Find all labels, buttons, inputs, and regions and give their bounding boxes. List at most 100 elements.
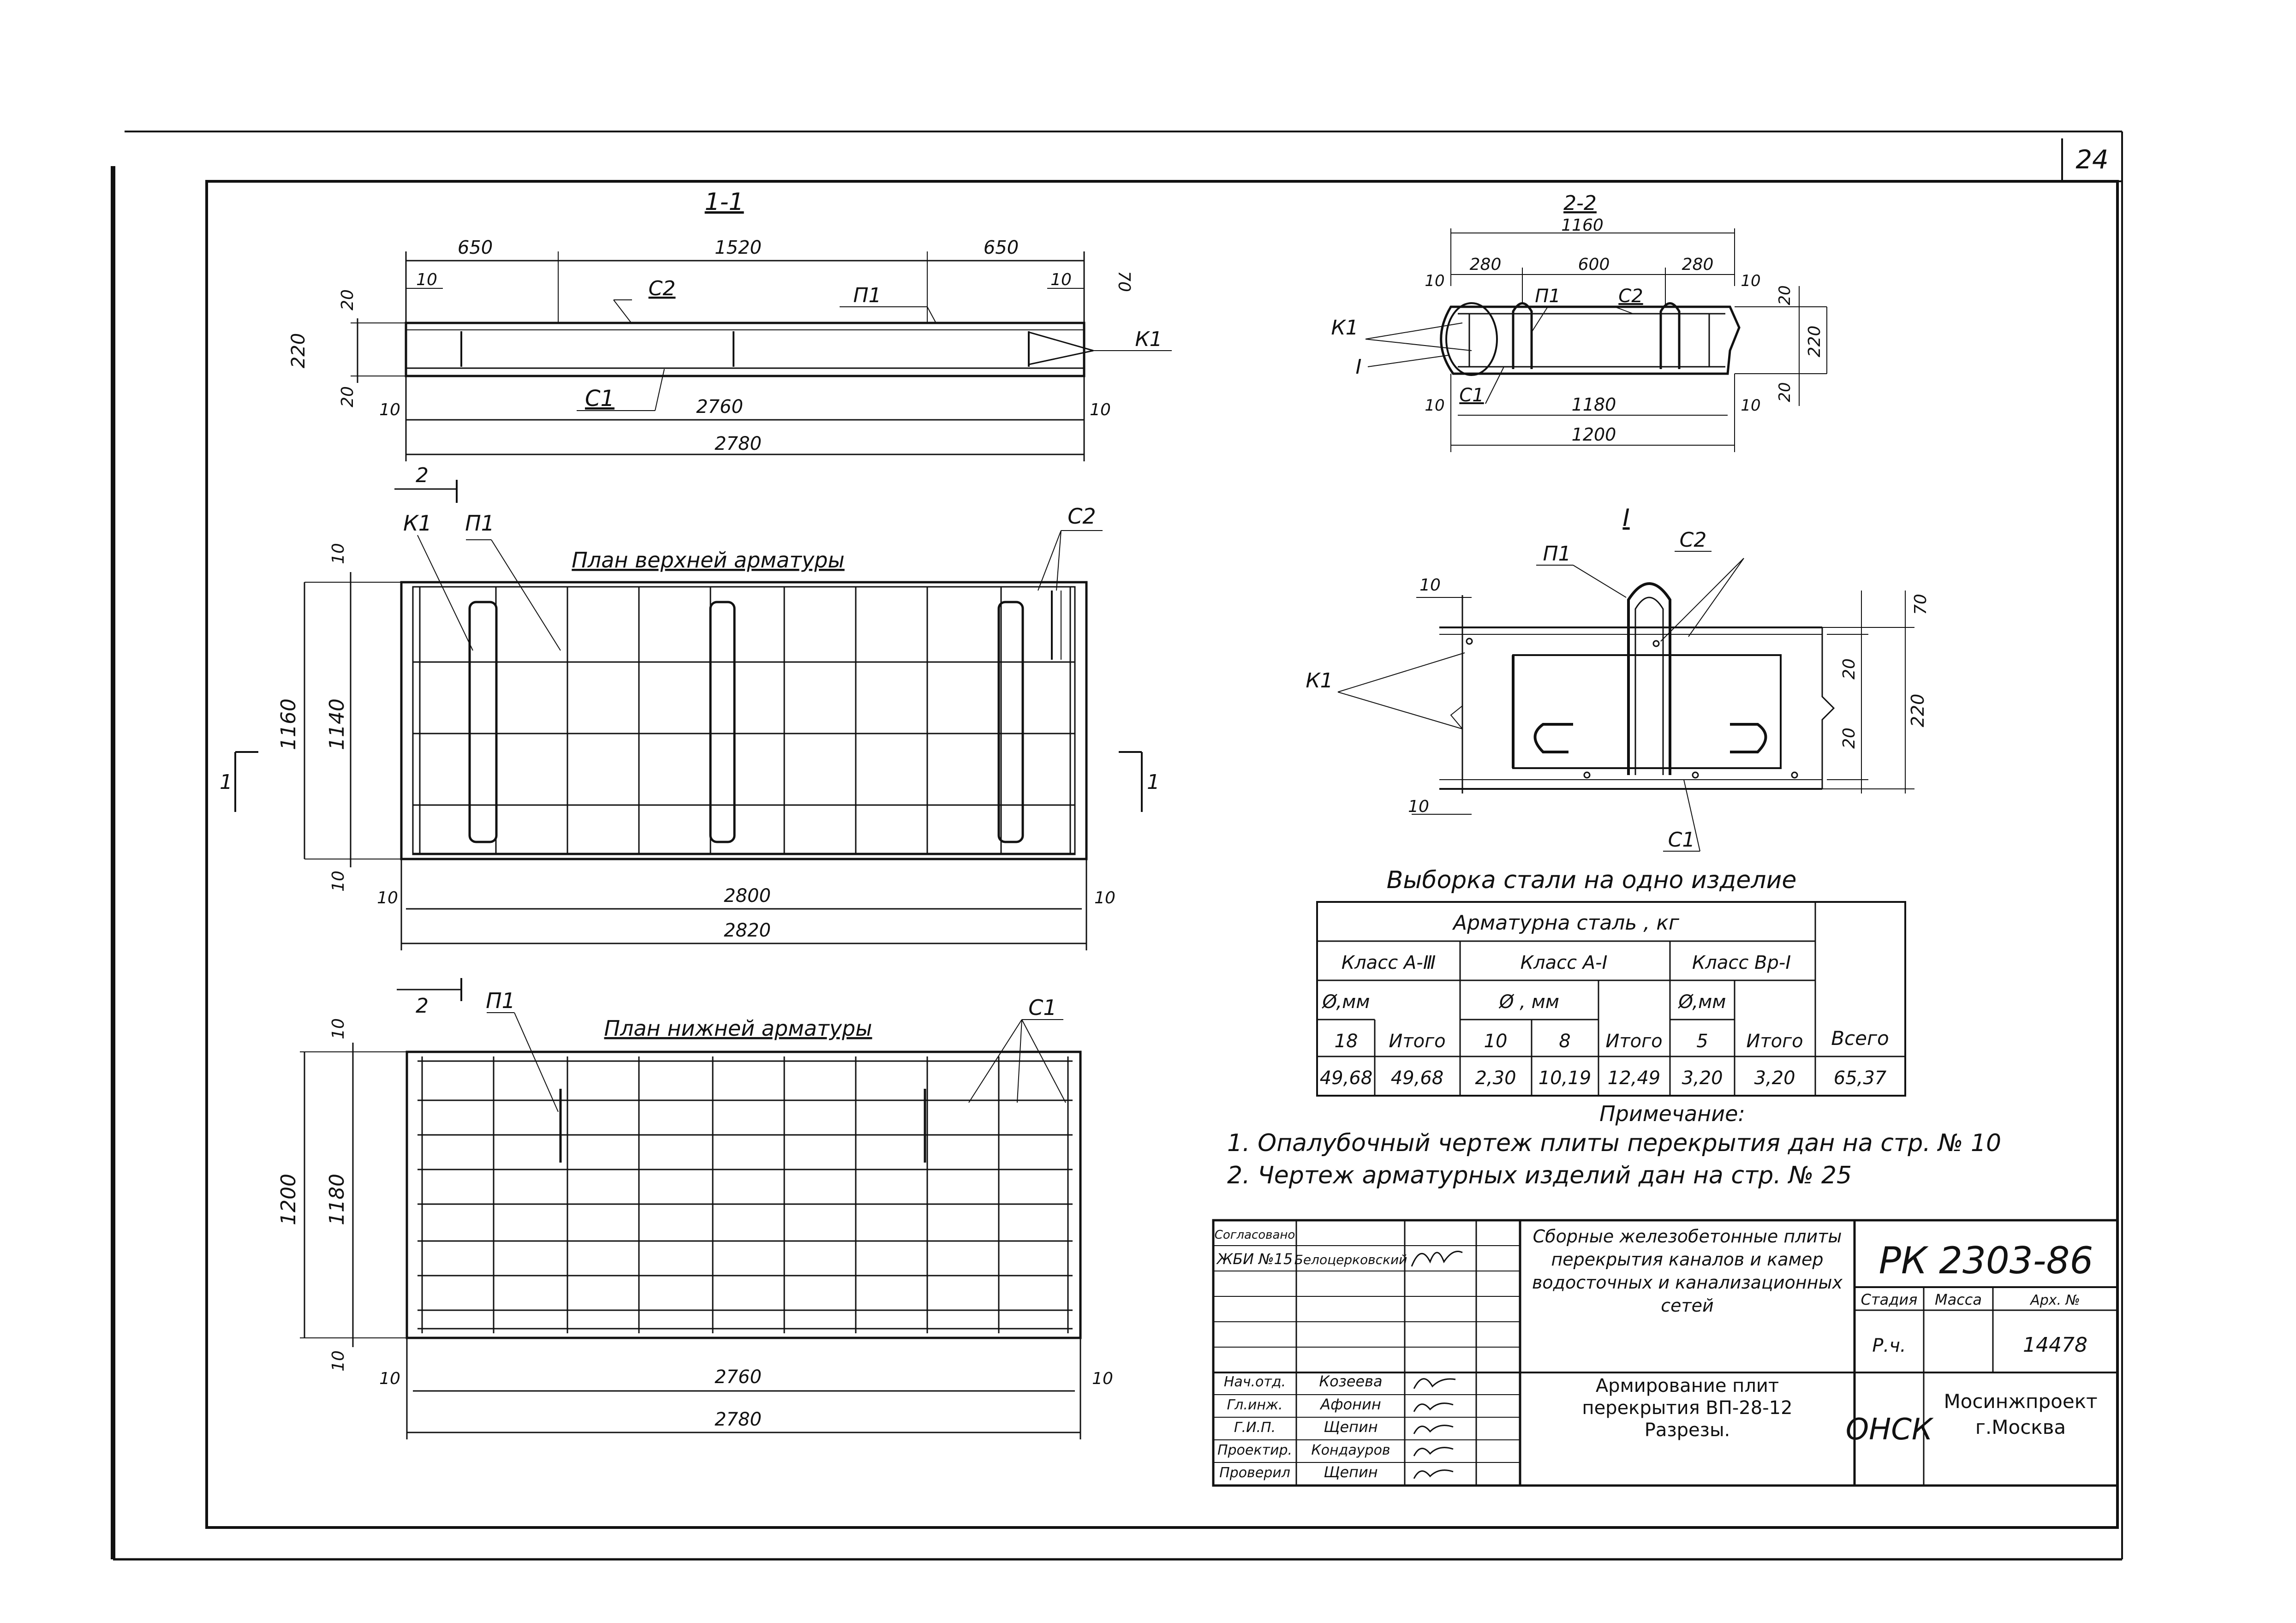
section-2-2-dim-10-bl: 10 [1425, 396, 1444, 415]
steel-table-diam-cell: 18 [1335, 1031, 1358, 1052]
plan-top-dim-10-left: 10 [377, 889, 398, 907]
section-1-1: 1-1 650 1520 650 10 10 70 220 20 20 [288, 188, 1172, 461]
tb-stage: Р.ч. [1872, 1335, 1906, 1356]
section-2-2-dim-20-r1: 20 [1776, 285, 1794, 305]
steel-table-grand-total-label: Всего [1831, 1027, 1889, 1050]
label-c2: С2 [649, 277, 676, 300]
tb-agreed-label: Согласовано [1215, 1228, 1295, 1242]
section-2-2-dim-20-r2: 20 [1776, 382, 1794, 402]
cut-1-right: 1 [1147, 770, 1160, 794]
steel-table-value-cell: 3,20 [1682, 1068, 1723, 1089]
detail-i-label-k1: К1 [1306, 669, 1333, 692]
plan-bottom-dim-10-right: 10 [1092, 1369, 1113, 1388]
detail-i-dim-220: 220 [1908, 694, 1928, 728]
section-2-2-dim-220: 220 [1805, 326, 1824, 358]
steel-table-class-a1: Класс А-Ⅰ [1521, 952, 1608, 973]
detail-i: I П1 С2 К1 С1 10 10 [1306, 504, 1930, 852]
tb-name: Афонин [1319, 1396, 1381, 1413]
tb-col-arch: Арх. № [2029, 1292, 2080, 1308]
cut-1-left: 1 [220, 770, 233, 794]
dim-70: 70 [1115, 271, 1133, 292]
section-2-2-dim-280-right: 280 [1682, 255, 1714, 274]
steel-table-value-cell: 10,19 [1539, 1068, 1592, 1089]
tb-project-title: Сборные железобетонные плиты перекрытия … [1532, 1226, 1843, 1316]
sheet-number: 24 [2075, 145, 2108, 175]
label-p1: П1 [853, 284, 881, 307]
steel-table-value-cell: 3,20 [1754, 1068, 1795, 1089]
steel-table-diam-a3: Ø,мм [1322, 991, 1370, 1013]
tb-arch-no: 14478 [2023, 1333, 2087, 1357]
plan-bottom-dim-10-left: 10 [379, 1369, 400, 1388]
dim-650-left: 650 [458, 237, 493, 258]
tb-col-stage: Стадия [1861, 1291, 1918, 1308]
dim-2760: 2760 [696, 396, 743, 418]
tb-name: Щепин [1324, 1463, 1378, 1481]
section-2-2-label-c1: С1 [1459, 385, 1484, 406]
cut-2-top: 2 [416, 464, 429, 487]
tb-role: Г.И.П. [1234, 1420, 1276, 1436]
dim-10-left: 10 [416, 270, 437, 289]
plan-top-label-k1: К1 [403, 511, 432, 536]
section-2-2-dim-1180: 1180 [1572, 394, 1616, 415]
tb-name: Кондауров [1311, 1442, 1390, 1458]
steel-table-value-cell: 49,68 [1320, 1068, 1373, 1089]
detail-i-dim-10-top: 10 [1419, 576, 1441, 595]
section-2-2: 2-2 1160 280 600 280 10 10 20 220 20 [1331, 191, 1827, 452]
plan-bottom-dim-10-bottom: 10 [329, 1350, 348, 1372]
dim-10-right: 10 [1050, 270, 1072, 289]
steel-table-value-cell: 65,37 [1834, 1068, 1887, 1089]
tb-signature [1413, 1425, 1454, 1434]
section-2-2-dim-1160: 1160 [1561, 216, 1604, 235]
dim-20-top: 20 [338, 289, 357, 310]
dim-2780: 2780 [715, 433, 762, 454]
title-block: Согласовано ЖБИ №15 Белоцерковский Нач.о… [1212, 1219, 2119, 1487]
tb-name: Щепин [1324, 1418, 1378, 1436]
dim-650-right: 650 [984, 237, 1019, 258]
section-2-2-title: 2-2 [1563, 191, 1597, 215]
note-item: 1. Опалубочный чертеж плиты перекрытия д… [1227, 1129, 2001, 1157]
tb-org: Мосинжпроект г.Москва [1944, 1390, 2098, 1438]
steel-table-diam-cell: 5 [1696, 1031, 1708, 1052]
plan-top-dim-2820: 2820 [724, 920, 771, 941]
tb-dept: ОНСК [1846, 1413, 1934, 1447]
detail-i-dim-20a: 20 [1840, 658, 1859, 680]
label-k1: К1 [1135, 328, 1162, 351]
section-2-2-label-i: I [1356, 355, 1362, 379]
tb-signature [1413, 1378, 1456, 1389]
steel-table-diam-cell: 10 [1484, 1031, 1508, 1052]
dim-10-bottom-right: 10 [1090, 400, 1111, 419]
section-2-2-dim-1200: 1200 [1572, 424, 1616, 445]
plan-bottom-dim-2780: 2780 [715, 1409, 762, 1430]
steel-table: Выборка стали на одно изделие Арматурна … [1316, 866, 1906, 1097]
tb-sheet-title: Армирование плит перекрытия ВП-28-12 Раз… [1582, 1375, 1793, 1441]
plan-top-dim-2800: 2800 [724, 885, 771, 907]
plan-top-label-p1: П1 [465, 511, 495, 536]
plan-bottom-cut-2: 2 [416, 994, 429, 1018]
steel-table-diam-a1: Ø , мм [1498, 991, 1559, 1013]
plan-bottom-dim-1180: 1180 [325, 1174, 349, 1225]
tb-signature [1413, 1469, 1454, 1479]
tb-role: Проектир. [1217, 1442, 1292, 1458]
tb-agreed-org: ЖБИ №15 [1216, 1250, 1293, 1268]
steel-table-group-header: Арматурна сталь , кг [1452, 911, 1680, 935]
plan-top-dim-10-bottom: 10 [329, 871, 348, 892]
detail-i-dim-70: 70 [1911, 594, 1930, 615]
plan-top-title: План верхней арматуры [572, 548, 844, 573]
detail-i-title: I [1622, 504, 1629, 532]
section-2-2-dim-10-br: 10 [1741, 396, 1760, 415]
plan-bottom-label-c1: С1 [1028, 995, 1056, 1020]
detail-i-label-p1: П1 [1543, 542, 1571, 566]
tb-col-mass: Масса [1935, 1291, 1982, 1308]
plan-bottom-dim-10-top: 10 [329, 1018, 348, 1039]
plan-top-dim-10-top: 10 [329, 543, 348, 564]
plan-top-label-c2: С2 [1067, 504, 1096, 529]
tb-signature [1413, 1447, 1454, 1456]
tb-agreed-signature [1411, 1251, 1463, 1267]
steel-table-value-cell: 2,30 [1475, 1068, 1516, 1089]
plan-top: 2 План верхней арматуры К1 П1 С2 [220, 464, 1160, 950]
steel-table-value-cell: 49,68 [1391, 1068, 1444, 1089]
tb-signature [1413, 1402, 1454, 1412]
notes-title: Примечание: [1599, 1101, 1745, 1126]
section-2-2-label-p1: П1 [1535, 286, 1561, 307]
steel-table-diam-cell: 8 [1559, 1031, 1570, 1052]
